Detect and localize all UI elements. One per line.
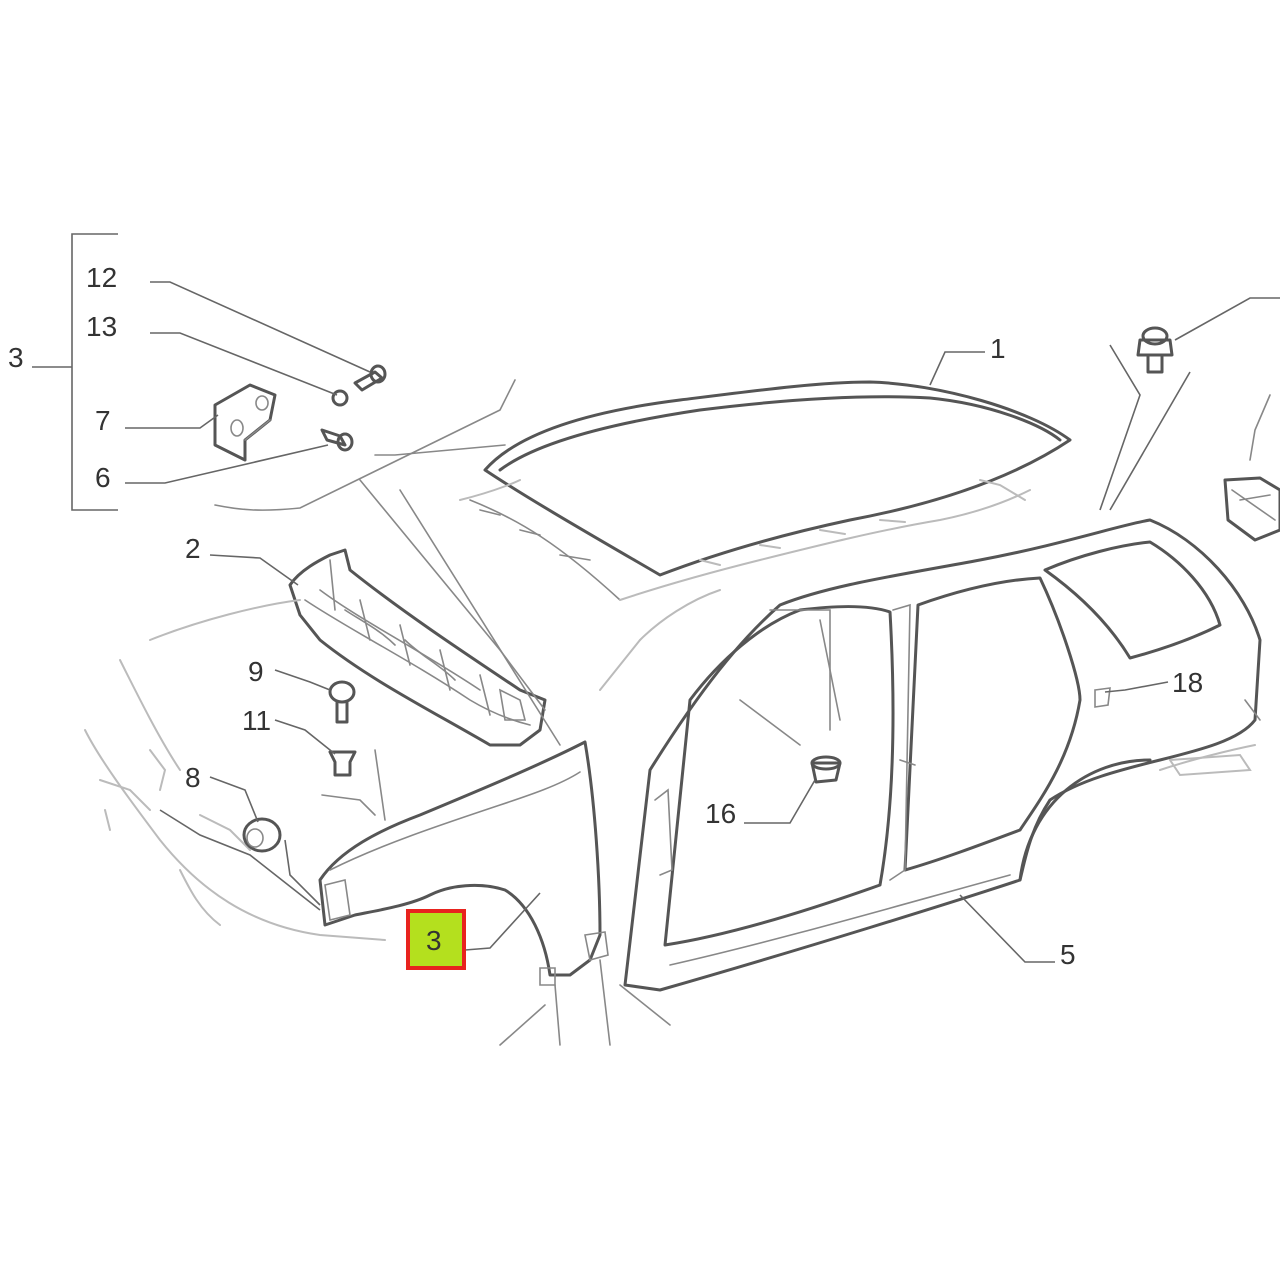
roof-frame-outline xyxy=(459,479,1031,691)
label-12: 12 xyxy=(86,262,117,293)
front-fender xyxy=(318,740,609,986)
label-16: 16 xyxy=(705,798,736,829)
label-1: 1 xyxy=(990,333,1006,364)
bolt-12 xyxy=(353,364,387,392)
label-8: 8 xyxy=(185,762,201,793)
label-11: 11 xyxy=(242,705,271,736)
label-5: 5 xyxy=(1060,939,1076,970)
grommet-8 xyxy=(242,817,282,853)
label-18: 18 xyxy=(1172,667,1203,698)
leader-lines xyxy=(125,281,1280,1046)
hinge-bracket xyxy=(213,383,277,462)
cowl-panel xyxy=(288,548,547,747)
label-6: 6 xyxy=(95,462,111,493)
label-7: 7 xyxy=(95,405,111,436)
front-end-outline xyxy=(84,599,386,941)
bolt-9 xyxy=(328,680,356,724)
highlight-box[interactable] xyxy=(406,909,466,970)
label-3-highlight: 3 xyxy=(426,925,442,956)
roof-panel xyxy=(469,380,1072,601)
label-13: 13 xyxy=(86,311,117,342)
clip-top-right xyxy=(1136,326,1174,374)
clip-11 xyxy=(328,750,357,777)
label-2: 2 xyxy=(185,533,201,564)
plug-16 xyxy=(810,755,842,784)
washer-13 xyxy=(331,389,349,407)
bracket-right-edge xyxy=(1223,394,1280,542)
body-side-panel xyxy=(623,518,1262,992)
label-3-group: 3 xyxy=(8,342,24,373)
bolt-6 xyxy=(320,428,354,452)
label-9: 9 xyxy=(248,656,264,687)
group-bracket-3 xyxy=(32,233,118,511)
